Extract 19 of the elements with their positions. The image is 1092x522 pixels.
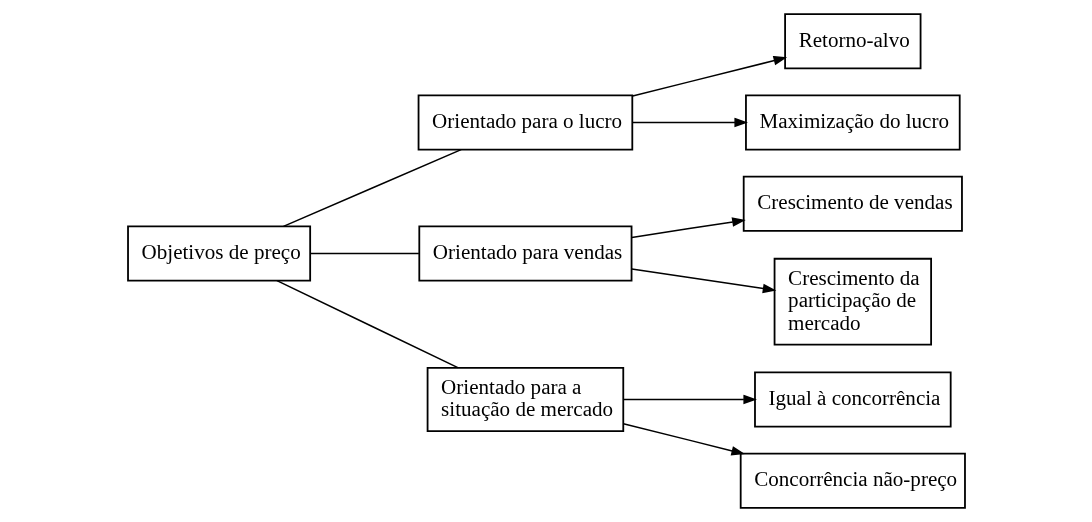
- arrow: [630, 268, 776, 294]
- arrow: [631, 117, 748, 128]
- node-box: Crescimento da participação de mercado: [773, 257, 932, 346]
- node-box: Orientado para a situação de mercado: [426, 366, 624, 432]
- node-box: Retorno-alvo: [783, 13, 921, 70]
- connector: [275, 279, 459, 369]
- node-box: Crescimento de vendas: [742, 175, 963, 232]
- arrow: [622, 422, 745, 456]
- node-box: Orientado para o lucro: [417, 94, 633, 151]
- arrow: [622, 394, 757, 405]
- node-box: Igual à concorrência: [753, 371, 952, 428]
- connector: [309, 252, 420, 255]
- arrow: [631, 56, 787, 97]
- connector: [282, 148, 462, 228]
- node-box: Maximização do lucro: [744, 94, 961, 151]
- node-box: Concorrência não-preço: [739, 452, 966, 509]
- arrow: [630, 217, 746, 239]
- node-box: Objetivos de preço: [126, 225, 311, 282]
- node-box: Orientado para vendas: [417, 225, 632, 282]
